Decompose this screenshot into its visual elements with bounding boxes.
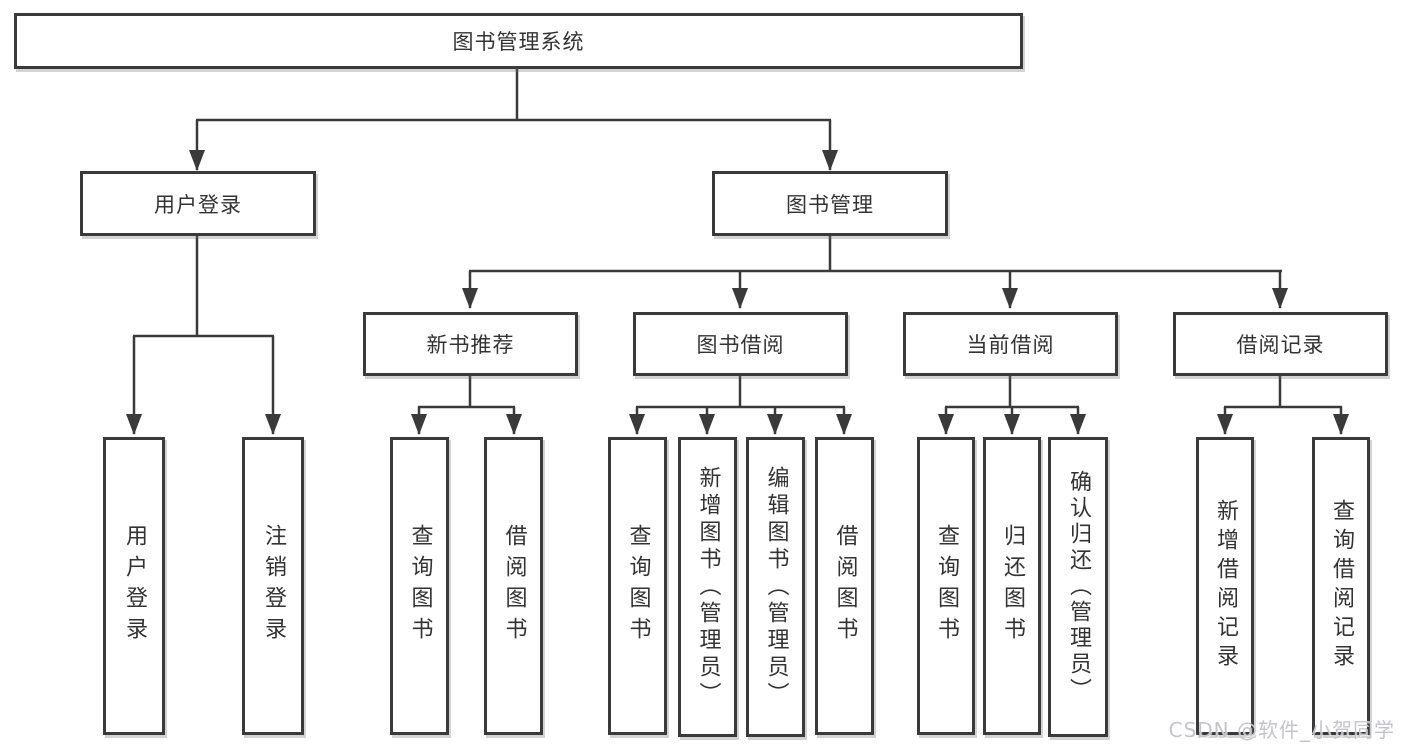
node-new-book-recommend: 新书推荐: [363, 312, 578, 376]
leaf-label: 借阅图书: [501, 524, 527, 648]
leaf-logout: 注销登录: [242, 437, 304, 735]
connector-user-login-to-leaves: [126, 236, 281, 435]
connector-borrow-records-to-leaves: [1217, 376, 1349, 435]
connector-book-mgmt-to-level3: [462, 236, 1288, 309]
leaf-user-login: 用户登录: [103, 437, 165, 735]
leaf-label: 借阅图书: [832, 524, 858, 648]
node-user-login: 用户登录: [80, 171, 316, 236]
leaf-borrow-books-2: 借阅图书: [815, 437, 874, 735]
leaf-label: 注销登录: [261, 524, 286, 648]
leaf-label: 新增借阅记录: [1213, 499, 1238, 673]
leaf-label: 查询图书: [934, 524, 959, 648]
leaf-label: 查询借阅记录: [1329, 499, 1354, 673]
leaf-add-books-admin: 新增图书（管理员）: [678, 437, 737, 737]
leaf-label: 确认归还（管理员）: [1066, 470, 1091, 704]
leaf-confirm-return-admin: 确认归还（管理员）: [1048, 437, 1108, 737]
leaf-return-books: 归还图书: [983, 437, 1041, 735]
leaf-label: 查询图书: [625, 524, 651, 648]
node-book-borrow: 图书借阅: [633, 312, 848, 376]
node-root-library-system: 图书管理系统: [14, 13, 1023, 69]
leaf-query-books-1: 查询图书: [390, 437, 449, 735]
node-book-management: 图书管理: [712, 171, 948, 236]
connector-root-to-level2: [189, 69, 838, 171]
leaf-label: 查询图书: [407, 524, 433, 648]
node-current-borrow: 当前借阅: [903, 312, 1118, 376]
leaf-add-borrow-record: 新增借阅记录: [1196, 437, 1254, 735]
leaf-label: 归还图书: [1000, 524, 1025, 648]
csdn-watermark: CSDN @软件_小贺同学: [1168, 718, 1395, 742]
leaf-query-borrow-record: 查询借阅记录: [1312, 437, 1370, 735]
leaf-edit-books-admin: 编辑图书（管理员）: [746, 437, 805, 737]
leaf-label: 新增图书（管理员）: [695, 465, 721, 709]
connector-book-borrow-to-leaves: [629, 376, 852, 435]
connector-new-book-to-leaves: [411, 376, 522, 435]
leaf-borrow-books-1: 借阅图书: [484, 437, 543, 735]
node-borrow-records: 借阅记录: [1173, 312, 1388, 376]
leaf-label: 用户登录: [122, 524, 147, 648]
leaf-query-books-3: 查询图书: [917, 437, 975, 735]
leaf-query-books-2: 查询图书: [608, 437, 667, 735]
connector-current-borrow-to-leaves: [938, 376, 1086, 435]
leaf-label: 编辑图书（管理员）: [763, 465, 789, 709]
